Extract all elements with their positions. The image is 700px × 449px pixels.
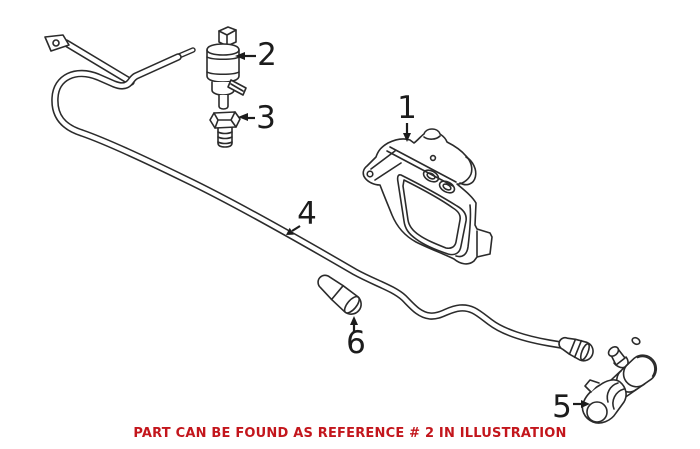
reservoir-bulge-seam xyxy=(459,156,477,186)
part-ref-label-6: 6 xyxy=(346,325,366,361)
callout-1: 1 xyxy=(397,90,417,142)
reservoir-panel-inner xyxy=(402,179,461,250)
part-ref-label-1: 1 xyxy=(397,90,417,126)
part-4-hose-drawing xyxy=(44,34,594,362)
hose-end-fitting xyxy=(558,336,594,362)
callout-6: 6 xyxy=(346,316,366,361)
reservoir-port-hole-2 xyxy=(438,180,456,194)
pump-stem xyxy=(218,94,229,110)
reservoir-outline xyxy=(362,128,493,265)
callout-4: 4 xyxy=(286,196,317,235)
reservoir-cap-seam xyxy=(423,135,441,140)
reservoir-small-hole xyxy=(429,154,437,162)
callout-3-arrowhead xyxy=(238,113,248,121)
hose-bracket-strap xyxy=(44,34,135,86)
callout-5: 5 xyxy=(552,389,590,425)
part-ref-label-5: 5 xyxy=(552,389,572,425)
part-ref-label-3: 3 xyxy=(256,100,276,136)
callout-4-arrowhead xyxy=(286,227,294,235)
nozzle-barb-tip xyxy=(631,336,641,346)
nozzle-hose-port xyxy=(607,346,629,369)
part-5-nozzle-drawing xyxy=(581,336,658,424)
part-ref-label-4: 4 xyxy=(297,196,317,232)
pump-body xyxy=(206,43,240,83)
reservoir-flange-hole xyxy=(366,170,374,178)
part-3-grommet-drawing xyxy=(209,111,241,148)
reservoir-top-band xyxy=(386,146,457,187)
reservoir-side-seam xyxy=(455,204,472,258)
part-1-reservoir-drawing xyxy=(362,128,493,265)
grommet-shaft xyxy=(217,125,233,148)
reservoir-port-hole-1 xyxy=(422,169,440,183)
part-6-connector-drawing xyxy=(317,274,362,315)
callout-2-arrowhead xyxy=(235,52,245,60)
nozzle-tab xyxy=(584,379,600,393)
callout-2: 2 xyxy=(235,37,277,73)
callout-1-arrowhead xyxy=(403,133,411,142)
reservoir-panel-outer xyxy=(396,174,467,256)
caption-text: PART CAN BE FOUND AS REFERENCE # 2 IN IL… xyxy=(133,426,567,441)
part-ref-label-2: 2 xyxy=(257,37,277,73)
callout-4-arrow xyxy=(291,225,301,232)
nozzle-ball-end xyxy=(586,401,608,423)
strap-hole xyxy=(52,39,60,47)
callout-6-arrowhead xyxy=(350,316,358,325)
callout-5-arrowhead xyxy=(581,400,590,408)
part-2-washer-pump-drawing xyxy=(206,26,247,110)
callout-3: 3 xyxy=(238,100,276,136)
